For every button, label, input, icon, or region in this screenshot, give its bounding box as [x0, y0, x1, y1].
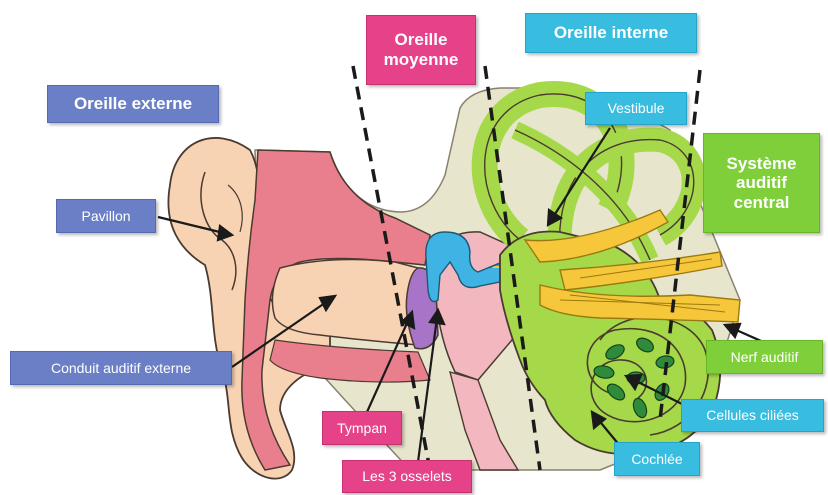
- label-systeme-auditif-central: Système auditif central: [703, 133, 820, 233]
- label-tympan: Tympan: [322, 411, 402, 445]
- label-les-3-osselets: Les 3 osselets: [342, 460, 472, 493]
- label-cellules-ciliees: Cellules ciliées: [681, 399, 824, 432]
- label-cochlee: Cochlée: [614, 442, 700, 476]
- label-oreille-moyenne: Oreille moyenne: [366, 15, 476, 85]
- label-oreille-interne: Oreille interne: [525, 13, 697, 53]
- label-vestibule: Vestibule: [585, 92, 687, 125]
- label-oreille-externe: Oreille externe: [47, 85, 219, 123]
- label-pavillon: Pavillon: [56, 199, 156, 233]
- label-conduit-auditif-externe: Conduit auditif externe: [10, 351, 232, 385]
- label-nerf-auditif: Nerf auditif: [706, 340, 823, 374]
